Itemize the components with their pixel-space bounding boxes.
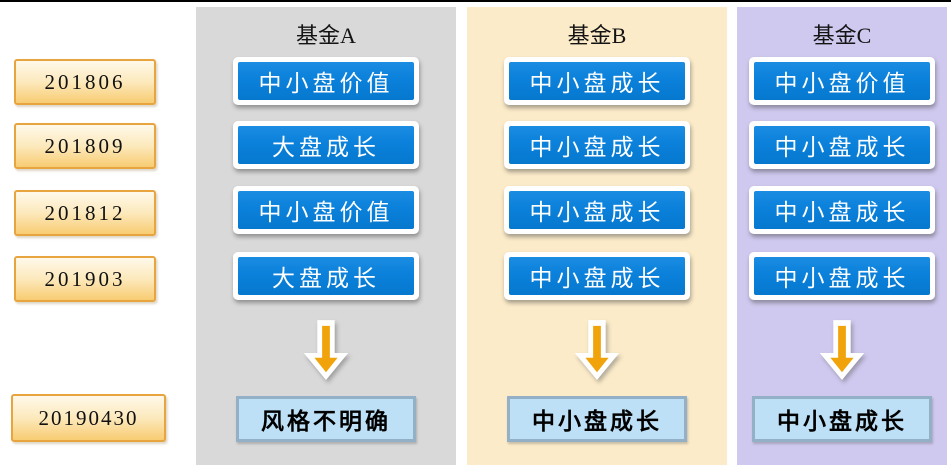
- fund-c-result: 中小盘成长: [752, 396, 932, 442]
- date-label-20190430: 20190430: [11, 394, 166, 442]
- down-arrow-icon: [574, 320, 620, 381]
- date-label-201809: 201809: [14, 123, 156, 169]
- fund-b-style-201903: 中小盘成长: [504, 252, 690, 300]
- fund-b-result: 中小盘成长: [507, 396, 687, 442]
- top-border-line: [0, 0, 951, 2]
- fund-a-style-201809: 大盘成长: [233, 121, 419, 169]
- fund-b-style-201806: 中小盘成长: [504, 57, 690, 105]
- down-arrow-icon: [303, 320, 349, 381]
- fund-c-style-201806: 中小盘价值: [749, 57, 935, 105]
- fund-c-style-201809: 中小盘成长: [749, 121, 935, 169]
- fund-c-title: 基金C: [812, 23, 872, 48]
- fund-c-style-201812: 中小盘成长: [749, 186, 935, 234]
- fund-a-title: 基金A: [296, 23, 356, 48]
- date-label-201903: 201903: [14, 256, 156, 302]
- fund-a-style-201806: 中小盘价值: [233, 57, 419, 105]
- fund-b-title: 基金B: [567, 23, 627, 48]
- date-label-201806: 201806: [14, 59, 156, 105]
- fund-a-column: 基金A 中小盘价值 大盘成长 中小盘价值 大盘成长 风格不明确: [196, 7, 456, 465]
- date-label-201812: 201812: [14, 190, 156, 236]
- fund-b-style-201809: 中小盘成长: [504, 121, 690, 169]
- fund-b-style-201812: 中小盘成长: [504, 186, 690, 234]
- down-arrow-icon: [819, 320, 865, 381]
- fund-c-column: 基金C 中小盘价值 中小盘成长 中小盘成长 中小盘成长 中小盘成长: [737, 7, 947, 465]
- fund-c-style-201903: 中小盘成长: [749, 252, 935, 300]
- fund-a-result: 风格不明确: [236, 396, 416, 442]
- fund-a-style-201812: 中小盘价值: [233, 186, 419, 234]
- fund-b-column: 基金B 中小盘成长 中小盘成长 中小盘成长 中小盘成长 中小盘成长: [467, 7, 727, 465]
- fund-a-style-201903: 大盘成长: [233, 252, 419, 300]
